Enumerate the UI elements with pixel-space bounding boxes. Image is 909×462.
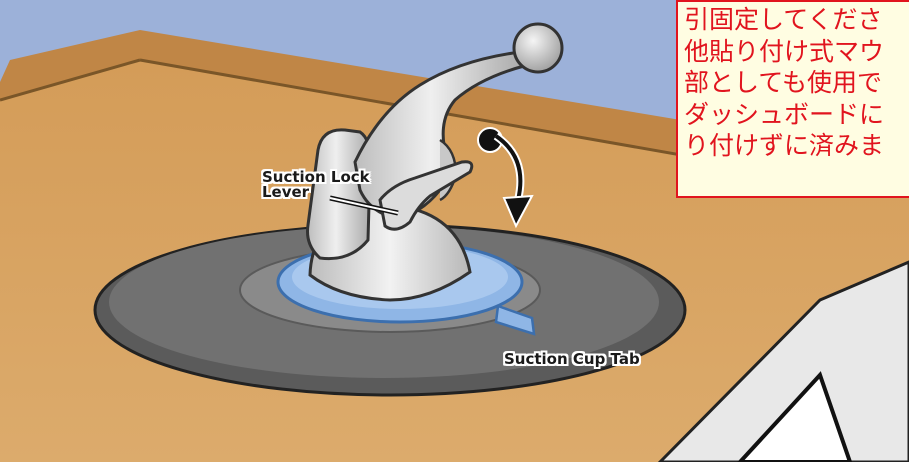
- note-line-3: 部としても使用で: [684, 67, 908, 99]
- lever-label-line-2: Lever: [262, 185, 370, 200]
- note-line-5: り付けずに済みま: [684, 130, 908, 162]
- suction-lock-lever-label: Suction Lock Lever: [262, 170, 370, 200]
- japanese-note-box: 引固定してくださ 他貼り付け式マウ 部としても使用で ダッシュボードに り付けず…: [676, 0, 909, 198]
- suction-cup-tab-label: Suction Cup Tab: [504, 352, 640, 367]
- note-line-2: 他貼り付け式マウ: [684, 36, 908, 68]
- arm-knob: [514, 24, 562, 72]
- note-line-4: ダッシュボードに: [684, 99, 908, 131]
- note-line-1: 引固定してくださ: [684, 4, 908, 36]
